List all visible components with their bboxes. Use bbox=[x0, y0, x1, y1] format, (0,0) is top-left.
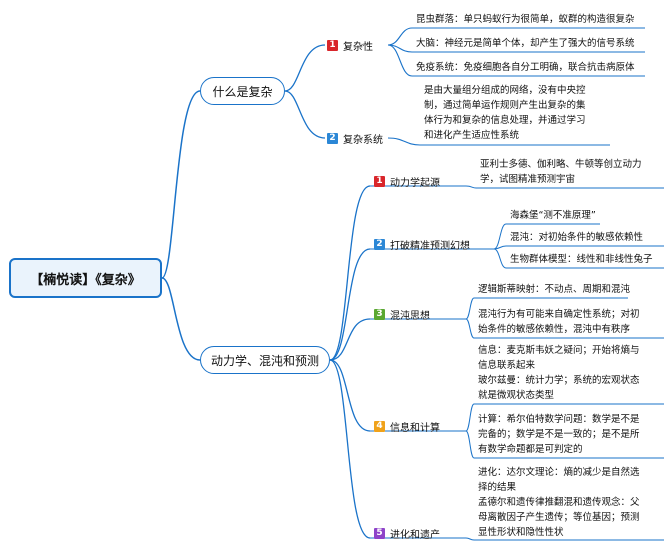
root-title: 【楠悦读】《复杂》 bbox=[30, 272, 141, 288]
leaf-line: 混沌行为有可能来自确定性系统；对初 bbox=[478, 309, 640, 320]
topic-label: 混沌思想 bbox=[390, 311, 430, 322]
number-badge: 1 bbox=[374, 176, 385, 187]
number-badge: 4 bbox=[374, 421, 385, 432]
number-badge: 1 bbox=[327, 40, 338, 51]
number-badge: 2 bbox=[374, 239, 385, 250]
leaf-dynamics-founders[interactable]: 亚利士多德、伽利略、牛顿等创立动力 学，试图精准预测宇宙 bbox=[480, 157, 642, 187]
leaf-line: 有数学命题都是可判定的 bbox=[478, 444, 583, 455]
leaf-text: 逻辑斯蒂映射：不动点、周期和混沌 bbox=[478, 284, 631, 295]
leaf-deterministic-chaos[interactable]: 混沌行为有可能来自确定性系统；对初 始条件的敏感依赖性，混沌中有秩序 bbox=[478, 307, 640, 337]
leaf-text: 昆虫群落：单只蚂蚁行为很简单，蚁群的构造很复杂 bbox=[416, 14, 635, 25]
topic-breaking-prediction-illusion[interactable]: 2 打破精准预测幻想 bbox=[374, 237, 470, 252]
leaf-text: 免疫系统：免疫细胞各自分工明确，联合抗击病原体 bbox=[416, 62, 635, 73]
leaf-computation-hilbert[interactable]: 计算：希尔伯特数学问题：数学是不是 完备的；数学是不是一致的；是不是所 有数学命… bbox=[478, 412, 640, 457]
leaf-information-boltzmann[interactable]: 信息：麦克斯韦妖之疑问；开始将熵与 信息联系起来 玻尔兹曼：统计力学；系统的宏观… bbox=[478, 343, 640, 403]
leaf-insect-colony[interactable]: 昆虫群落：单只蚂蚁行为很简单，蚁群的构造很复杂 bbox=[416, 12, 635, 27]
topic-complex-system[interactable]: 2 复杂系统 bbox=[327, 131, 383, 146]
leaf-immune-system[interactable]: 免疫系统：免疫细胞各自分工明确，联合抗击病原体 bbox=[416, 60, 635, 75]
leaf-line: 完备的；数学是不是一致的；是不是所 bbox=[478, 429, 640, 440]
leaf-line: 是由大量组分组成的网络，没有中央控 bbox=[424, 85, 586, 96]
leaf-population-model[interactable]: 生物群体模型：线性和非线性兔子 bbox=[510, 252, 653, 267]
leaf-line: 母离散因子产生遗传；等位基因；预测 bbox=[478, 512, 640, 523]
topic-evolution-and-heredity[interactable]: 5 进化和遗产 bbox=[374, 526, 440, 541]
leaf-line: 孟德尔和遗传律推翻混和遗传观念：父 bbox=[478, 497, 640, 508]
leaf-line: 和进化产生适应性系统 bbox=[424, 130, 520, 141]
topic-information-and-computation[interactable]: 4 信息和计算 bbox=[374, 419, 440, 434]
leaf-line: 制，通过简单运作规则产生出复杂的集 bbox=[424, 100, 586, 111]
leaf-text: 大脑：神经元是简单个体，却产生了强大的信号系统 bbox=[416, 38, 635, 49]
leaf-chaos-sensitivity[interactable]: 混沌：对初始条件的敏感依赖性 bbox=[510, 230, 643, 245]
topic-label: 复杂系统 bbox=[343, 135, 383, 146]
topic-complexity[interactable]: 1 复杂性 bbox=[327, 38, 373, 53]
leaf-line: 信息：麦克斯韦妖之疑问；开始将熵与 bbox=[478, 345, 640, 356]
number-badge: 5 bbox=[374, 528, 385, 539]
leaf-brain[interactable]: 大脑：神经元是简单个体，却产生了强大的信号系统 bbox=[416, 36, 635, 51]
number-badge: 2 bbox=[327, 133, 338, 144]
leaf-line: 始条件的敏感依赖性，混沌中有秩序 bbox=[478, 324, 631, 335]
leaf-line: 学，试图精准预测宇宙 bbox=[480, 174, 576, 185]
branch-label: 什么是复杂 bbox=[212, 84, 273, 99]
topic-label: 动力学起源 bbox=[390, 178, 440, 189]
leaf-evolution-mendel[interactable]: 进化：达尔文理论：熵的减少是自然选 择的结果 孟德尔和遗传律推翻混和遗传观念：父… bbox=[478, 465, 640, 540]
topic-label: 打破精准预测幻想 bbox=[390, 241, 470, 252]
leaf-line: 显性形状和隐性性状 bbox=[478, 527, 564, 538]
topic-label: 复杂性 bbox=[343, 42, 373, 53]
topic-chaos-thinking[interactable]: 3 混沌思想 bbox=[374, 307, 430, 322]
leaf-line: 体行为和复杂的信息处理，并通过学习 bbox=[424, 115, 586, 126]
root-node[interactable]: 【楠悦读】《复杂》 bbox=[9, 258, 162, 298]
leaf-logistic-map[interactable]: 逻辑斯蒂映射：不动点、周期和混沌 bbox=[478, 282, 630, 297]
branch-what-is-complexity[interactable]: 什么是复杂 bbox=[200, 77, 285, 105]
topic-label: 进化和遗产 bbox=[390, 530, 440, 541]
leaf-text: 生物群体模型：线性和非线性兔子 bbox=[510, 254, 653, 265]
leaf-heisenberg[interactable]: 海森堡“测不准原理” bbox=[510, 208, 596, 223]
leaf-line: 就是微观状态类型 bbox=[478, 390, 555, 401]
leaf-text: 海森堡“测不准原理” bbox=[510, 210, 596, 221]
leaf-line: 亚利士多德、伽利略、牛顿等创立动力 bbox=[480, 159, 642, 170]
branch-label: 动力学、混沌和预测 bbox=[210, 353, 319, 368]
leaf-line: 玻尔兹曼：统计力学；系统的宏观状态 bbox=[478, 375, 640, 386]
leaf-line: 计算：希尔伯特数学问题：数学是不是 bbox=[478, 414, 640, 425]
branch-dynamics-chaos-prediction[interactable]: 动力学、混沌和预测 bbox=[200, 346, 330, 374]
topic-origin-of-dynamics[interactable]: 1 动力学起源 bbox=[374, 174, 440, 189]
leaf-complex-system-definition[interactable]: 是由大量组分组成的网络，没有中央控 制，通过简单运作规则产生出复杂的集 体行为和… bbox=[424, 83, 586, 143]
topic-label: 信息和计算 bbox=[390, 423, 440, 434]
number-badge: 3 bbox=[374, 309, 385, 320]
leaf-line: 信息联系起来 bbox=[478, 360, 536, 371]
leaf-line: 进化：达尔文理论：熵的减少是自然选 bbox=[478, 467, 640, 478]
leaf-line: 择的结果 bbox=[478, 482, 517, 493]
leaf-text: 混沌：对初始条件的敏感依赖性 bbox=[510, 232, 644, 243]
